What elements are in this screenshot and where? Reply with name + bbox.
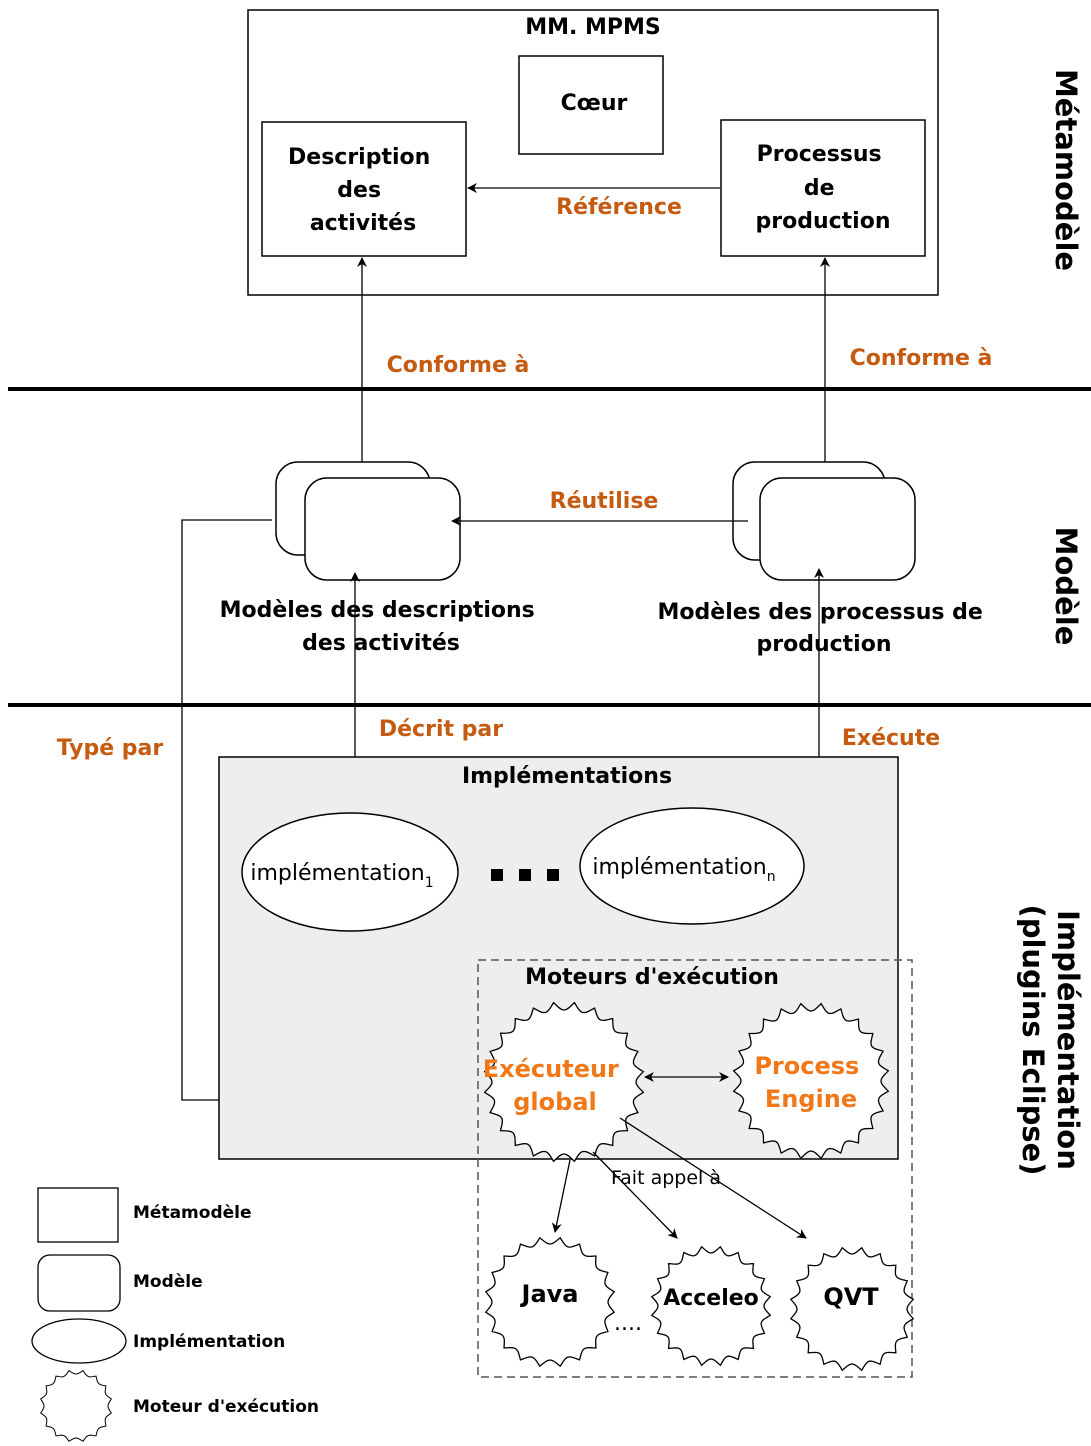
implementations-ellipsis-dot: [547, 869, 559, 881]
engines-container: [477, 959, 913, 1378]
legend-engine-gear-icon: [40, 1370, 112, 1442]
process-model-front: [759, 477, 916, 581]
activity-description-box: [261, 121, 467, 257]
layer-label-implementation-plugins: (plugins Eclipse): [1016, 904, 1050, 1175]
qvt-label: QVT: [823, 1283, 879, 1311]
production-process-box: [720, 119, 926, 257]
legend-model-swatch: [37, 1254, 121, 1312]
implementation-last-label: implémentationn: [592, 855, 775, 885]
acceleo-label: Acceleo: [663, 1286, 759, 1311]
executes-label: Exécute: [842, 726, 940, 751]
engines-title: Moteurs d'exécution: [525, 965, 779, 990]
java-label: Java: [520, 1280, 579, 1308]
implementations-ellipsis-dot: [491, 869, 503, 881]
engines-ellipsis: ....: [614, 1311, 642, 1336]
call-java-arrow: [551, 1159, 571, 1233]
conforms-right-label: Conforme à: [850, 346, 993, 371]
typed-by-label: Typé par: [57, 736, 164, 761]
layer-label-metamodel: Métamodèle: [1049, 69, 1083, 271]
layer-label-implementation: Implémentation: [1051, 910, 1085, 1170]
call-qvt-arrow: [619, 1117, 807, 1239]
process-engine-gear-icon: [732, 1002, 890, 1160]
legend-engine-label: Moteur d'exécution: [133, 1397, 319, 1417]
described-by-label: Décrit par: [379, 717, 503, 742]
legend-metamodel-label: Métamodèle: [133, 1203, 252, 1223]
reuses-label: Réutilise: [550, 489, 659, 514]
legend-implementation-swatch: [31, 1318, 127, 1364]
legend-model-label: Modèle: [133, 1272, 203, 1292]
implementations-ellipsis-dot: [519, 869, 531, 881]
global-executor-gear-icon: [483, 1001, 645, 1163]
activity-models-caption: Modèles des descriptions des activités: [220, 598, 543, 656]
acceleo-gear-icon: [650, 1245, 772, 1367]
legend-metamodel-swatch: [37, 1187, 119, 1243]
implementation-first-label: implémentation1: [250, 861, 433, 891]
java-gear-icon: [484, 1236, 616, 1368]
layer-label-model: Modèle: [1049, 527, 1083, 646]
activity-model-front: [304, 477, 461, 581]
implementations-title: Implémentations: [462, 764, 672, 789]
process-models-caption: Modèles des processus de production: [658, 600, 991, 657]
calls-label: Fait appel à: [611, 1167, 721, 1189]
activity-description-label: Description des activités: [288, 145, 438, 236]
call-acceleo-arrow: [592, 1151, 678, 1239]
implementation-last-ellipse: [579, 807, 805, 925]
qvt-gear-icon: [789, 1246, 915, 1372]
implementation-first-ellipse: [241, 812, 459, 932]
core-box: [518, 55, 664, 155]
production-process-label: Processus de production: [756, 142, 891, 234]
conforms-left-label: Conforme à: [387, 353, 530, 378]
process-engine-label: Process Engine: [754, 1052, 867, 1113]
core-label: Cœur: [561, 91, 628, 116]
metamodel-title: MM. MPMS: [525, 15, 661, 40]
legend-implementation-label: Implémentation: [133, 1332, 285, 1352]
reference-label: Référence: [556, 195, 682, 220]
global-executor-label: Exécuteur global: [483, 1055, 628, 1116]
